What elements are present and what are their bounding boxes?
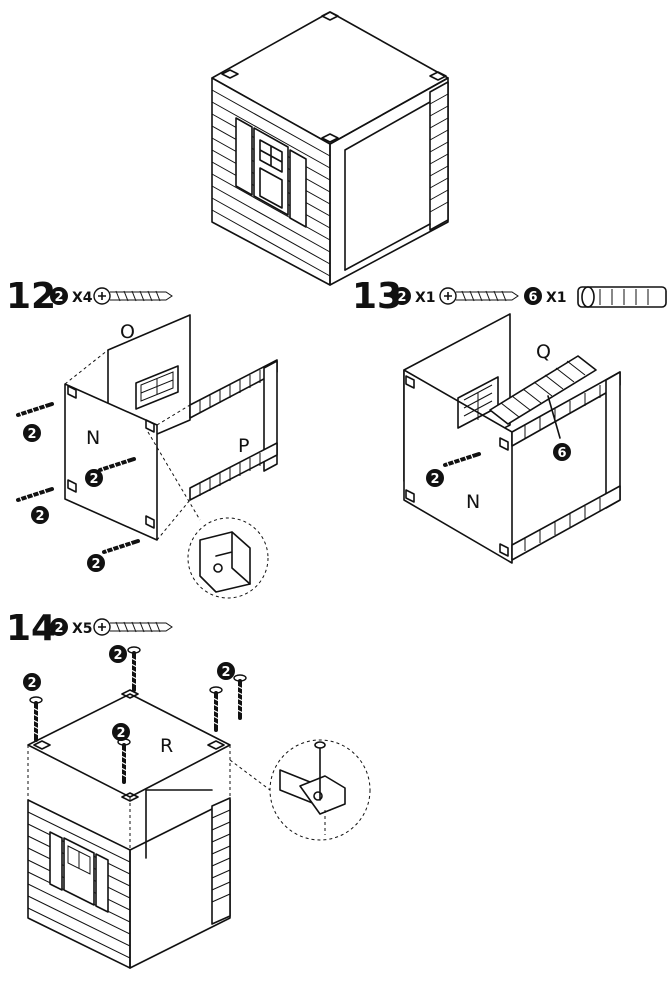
step-14: 14 2 X5 R 2 2 2 [6,608,371,969]
svg-text:2: 2 [221,665,230,680]
svg-text:2: 2 [113,648,122,663]
svg-text:2: 2 [27,676,36,691]
svg-text:2: 2 [397,290,406,305]
panel-label-n: N [466,491,480,513]
svg-text:2: 2 [91,557,100,572]
screw-icon [93,618,173,636]
screw-icon [93,287,173,305]
dowel-icon [577,286,667,308]
screw-badge: 2 [54,290,63,305]
panel-label-r: R [160,735,173,757]
svg-text:2: 2 [35,509,44,524]
svg-text:X5: X5 [72,621,93,637]
svg-text:X1: X1 [546,290,567,306]
screw-count: X4 [72,290,93,306]
svg-text:2: 2 [89,472,98,487]
detail-zoom-circle [187,517,269,599]
panel-label-n: N [86,427,100,449]
svg-text:X1: X1 [415,290,436,306]
step-number: 14 [6,608,56,649]
svg-text:2: 2 [54,621,63,636]
top-assembled-box [211,11,449,286]
step-12: 12 2 X4 O N P 2 2 2 2 [6,276,278,599]
svg-text:2: 2 [430,472,439,487]
step-number: 12 [6,276,56,317]
panel-label-q: Q [536,341,551,363]
panel-label-p: P [238,435,249,457]
screw-icon [439,287,519,305]
svg-text:2: 2 [116,726,125,741]
dowel-badge: 6 [557,446,566,461]
svg-text:6: 6 [528,290,537,305]
panel-label-o: O [120,321,135,343]
detail-zoom-circle [269,739,371,841]
step-13: 13 2 X1 6 X1 N Q 6 2 [352,276,667,564]
badge: 2 [27,427,36,442]
